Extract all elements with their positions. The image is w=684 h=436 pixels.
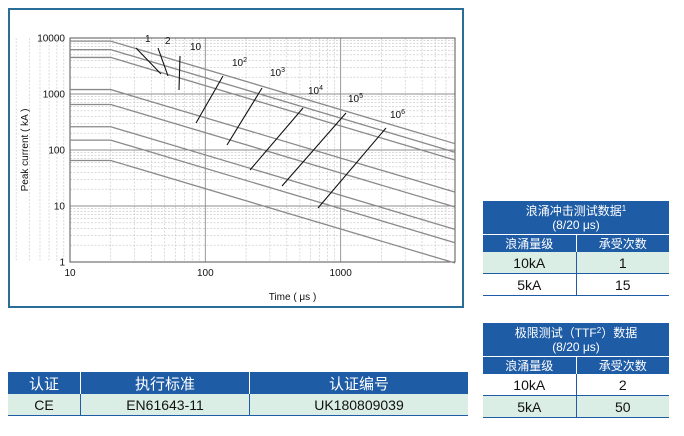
limit-title-text-b: ）数据 — [601, 326, 638, 340]
limit-col-count: 承受次数 — [575, 356, 669, 374]
series-line — [70, 48, 456, 153]
limit-title-sup: 2 — [596, 326, 602, 335]
y-tick-label: 100 — [48, 146, 65, 157]
series-line — [70, 159, 456, 264]
y-axis-label: Peak current ( kA ) — [20, 109, 31, 192]
cert-header: 认证 — [8, 372, 81, 394]
series-leader — [317, 127, 387, 209]
surge-col-count: 承受次数 — [575, 234, 669, 252]
limit-row-level: 5kA — [483, 395, 576, 418]
limit-test-table: 极限测试（TTF2）数据 (8/20 μs) 浪涌量级 承受次数 10kA 2 … — [483, 323, 669, 418]
certification-table: 认证 执行标准 认证编号 CE EN61643-11 UK180809039 — [8, 372, 468, 416]
surge-row-level: 5kA — [483, 273, 576, 296]
limit-col-level: 浪涌量级 — [483, 356, 576, 374]
series-leader — [249, 107, 304, 171]
x-tick-label: 10 — [64, 268, 76, 279]
series-line — [70, 139, 456, 244]
series-leader — [135, 47, 162, 75]
series-label: 10 — [190, 42, 202, 53]
series-leader — [195, 75, 224, 124]
limit-row-count: 50 — [575, 395, 669, 418]
series-line — [70, 103, 456, 208]
surge-row-count: 15 — [575, 273, 669, 296]
surge-table-title: 浪涌冲击测试数据1 (8/20 μs) — [483, 201, 669, 235]
cert-header: 认证编号 — [249, 372, 468, 394]
series-line — [70, 88, 456, 193]
surge-row-count: 1 — [575, 252, 669, 274]
y-tick-label: 1000 — [43, 90, 66, 101]
plot-area — [69, 37, 456, 263]
surge-title-sup: 1 — [621, 204, 627, 213]
series-label: 2 — [165, 36, 171, 47]
cert-value: CE — [8, 394, 81, 416]
limit-table-title: 极限测试（TTF2）数据 (8/20 μs) — [483, 323, 669, 357]
series-leader — [157, 47, 169, 77]
series-leader — [178, 55, 181, 91]
surge-test-table: 浪涌冲击测试数据1 (8/20 μs) 浪涌量级 承受次数 10kA 1 5kA… — [483, 201, 669, 296]
series-label: 1 — [145, 34, 151, 45]
series-line — [70, 56, 456, 161]
series-line — [70, 126, 456, 230]
cert-value: UK180809039 — [249, 394, 468, 416]
surge-title-waveform: (8/20 μs) — [552, 218, 600, 232]
surge-title-text: 浪涌冲击测试数据 — [525, 204, 622, 218]
y-tick-label: 10 — [54, 202, 66, 213]
series-label: 103 — [270, 67, 285, 79]
series-label: 102 — [232, 57, 247, 69]
cert-header: 执行标准 — [80, 372, 250, 394]
series-leader — [226, 87, 263, 146]
series-label: 105 — [348, 93, 363, 105]
y-tick-label: 1 — [59, 258, 65, 269]
limit-title-text-a: 极限测试（TTF — [514, 326, 597, 340]
y-tick-label: 10000 — [37, 34, 65, 45]
surge-row-level: 10kA — [483, 252, 576, 274]
surge-col-level: 浪涌量级 — [483, 234, 576, 252]
series-line — [70, 40, 456, 145]
limit-row-level: 10kA — [483, 374, 576, 396]
cert-value: EN61643-11 — [80, 394, 250, 416]
limit-row-count: 2 — [575, 374, 669, 396]
x-axis-label: Time ( μs ) — [269, 292, 317, 303]
series-leader — [281, 112, 347, 187]
x-tick-label: 100 — [197, 268, 214, 279]
series-label: 106 — [390, 109, 405, 121]
series-label: 104 — [308, 85, 323, 97]
limit-title-waveform: (8/20 μs) — [552, 340, 600, 354]
x-tick-label: 1000 — [330, 268, 353, 279]
